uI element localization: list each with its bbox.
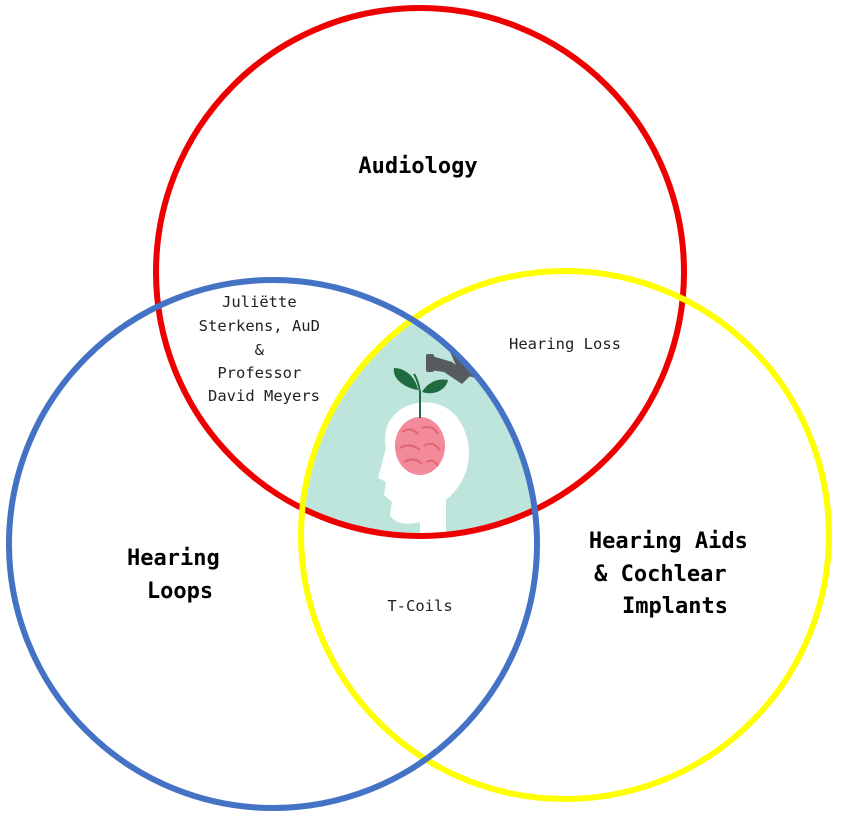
overlap-label-line: Sterkens, AuD (199, 317, 320, 335)
t-coils-label: T-Coils (387, 597, 452, 615)
overlap-label-line: Juliëtte (222, 293, 297, 311)
hearing-aids-label-line: & Cochlear (594, 562, 726, 587)
head-with-brain-and-sprout-icon (378, 352, 478, 536)
hearing-aids-label-line: Hearing Aids (589, 529, 748, 554)
audiology-label: Audiology (358, 154, 477, 179)
overlap-label-line: David Meyers (208, 387, 320, 405)
hearing-loops-label-line: Loops (147, 579, 213, 604)
audiology-loops-overlap-label: Juliëtte Sterkens, AuD & Professor David… (199, 293, 330, 405)
hearing-aids-label-line: Implants (622, 594, 728, 619)
hearing-loops-label: Hearing Loops (127, 546, 233, 604)
audiology-circle (153, 5, 687, 539)
overlap-label-line: Professor (217, 364, 301, 382)
hearing-loss-label: Hearing Loss (509, 335, 621, 353)
overlap-label-line: & (255, 341, 265, 359)
hearing-loops-circle (6, 277, 540, 811)
hearing-loops-label-line: Hearing (127, 546, 220, 571)
hearing-aids-circle (298, 268, 832, 802)
hearing-aids-label: Hearing Aids & Cochlear Implants (589, 529, 761, 619)
